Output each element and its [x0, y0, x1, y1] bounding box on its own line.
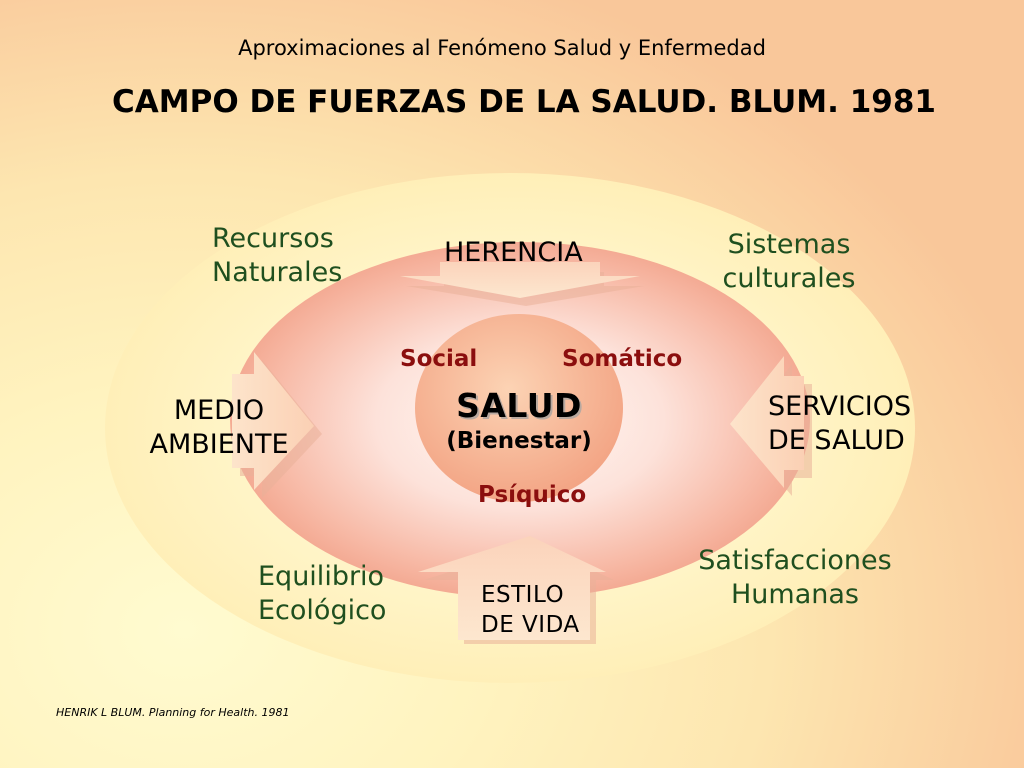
somatic-dimension-label: Somático: [562, 346, 683, 372]
ecological-balance-label: Equilibrio Ecológico: [258, 560, 386, 628]
citation: HENRIK L BLUM. Planning for Health. 1981: [56, 706, 290, 719]
lifestyle-arrow: [418, 536, 614, 644]
lifestyle-label: ESTILO DE VIDA: [481, 580, 580, 640]
natural-resources-line1: Recursos: [212, 223, 334, 254]
ecological-balance-line2: Ecológico: [258, 595, 387, 626]
health-services-label: SERVICIOS DE SALUD: [768, 390, 911, 458]
human-satisfaction-line1: Satisfacciones: [698, 545, 892, 576]
heredity-label: HERENCIA: [444, 237, 583, 268]
heredity-arrow: [400, 262, 644, 306]
wellbeing-label: (Bienestar): [446, 428, 592, 454]
cultural-systems-line2: culturales: [722, 263, 856, 294]
social-dimension-label: Social: [400, 346, 478, 372]
slide-title: CAMPO DE FUERZAS DE LA SALUD. BLUM. 1981: [112, 84, 936, 120]
environment-label: MEDIO AMBIENTE: [138, 394, 300, 462]
natural-resources-label: Recursos Naturales: [212, 222, 342, 290]
natural-resources-line2: Naturales: [212, 257, 343, 288]
health-services-line1: SERVICIOS: [768, 391, 912, 422]
human-satisfaction-label: Satisfacciones Humanas: [680, 544, 910, 612]
environment-line2: AMBIENTE: [149, 429, 289, 460]
lifestyle-line1: ESTILO: [481, 582, 565, 608]
health-services-line2: DE SALUD: [768, 425, 905, 456]
ecological-balance-line1: Equilibrio: [258, 561, 385, 592]
services-arrow: [730, 356, 812, 496]
psychic-dimension-label: Psíquico: [478, 482, 587, 508]
center-circle: [415, 314, 623, 502]
human-satisfaction-line2: Humanas: [731, 579, 859, 610]
health-center-label: SALUD: [456, 386, 582, 425]
environment-line1: MEDIO: [173, 395, 265, 426]
environment-arrow: [232, 352, 322, 498]
cultural-systems-line1: Sistemas: [727, 229, 851, 260]
lifestyle-line2: DE VIDA: [481, 612, 580, 638]
slide-subtitle: Aproximaciones al Fenómeno Salud y Enfer…: [238, 36, 766, 60]
cultural-systems-label: Sistemas culturales: [700, 228, 878, 296]
